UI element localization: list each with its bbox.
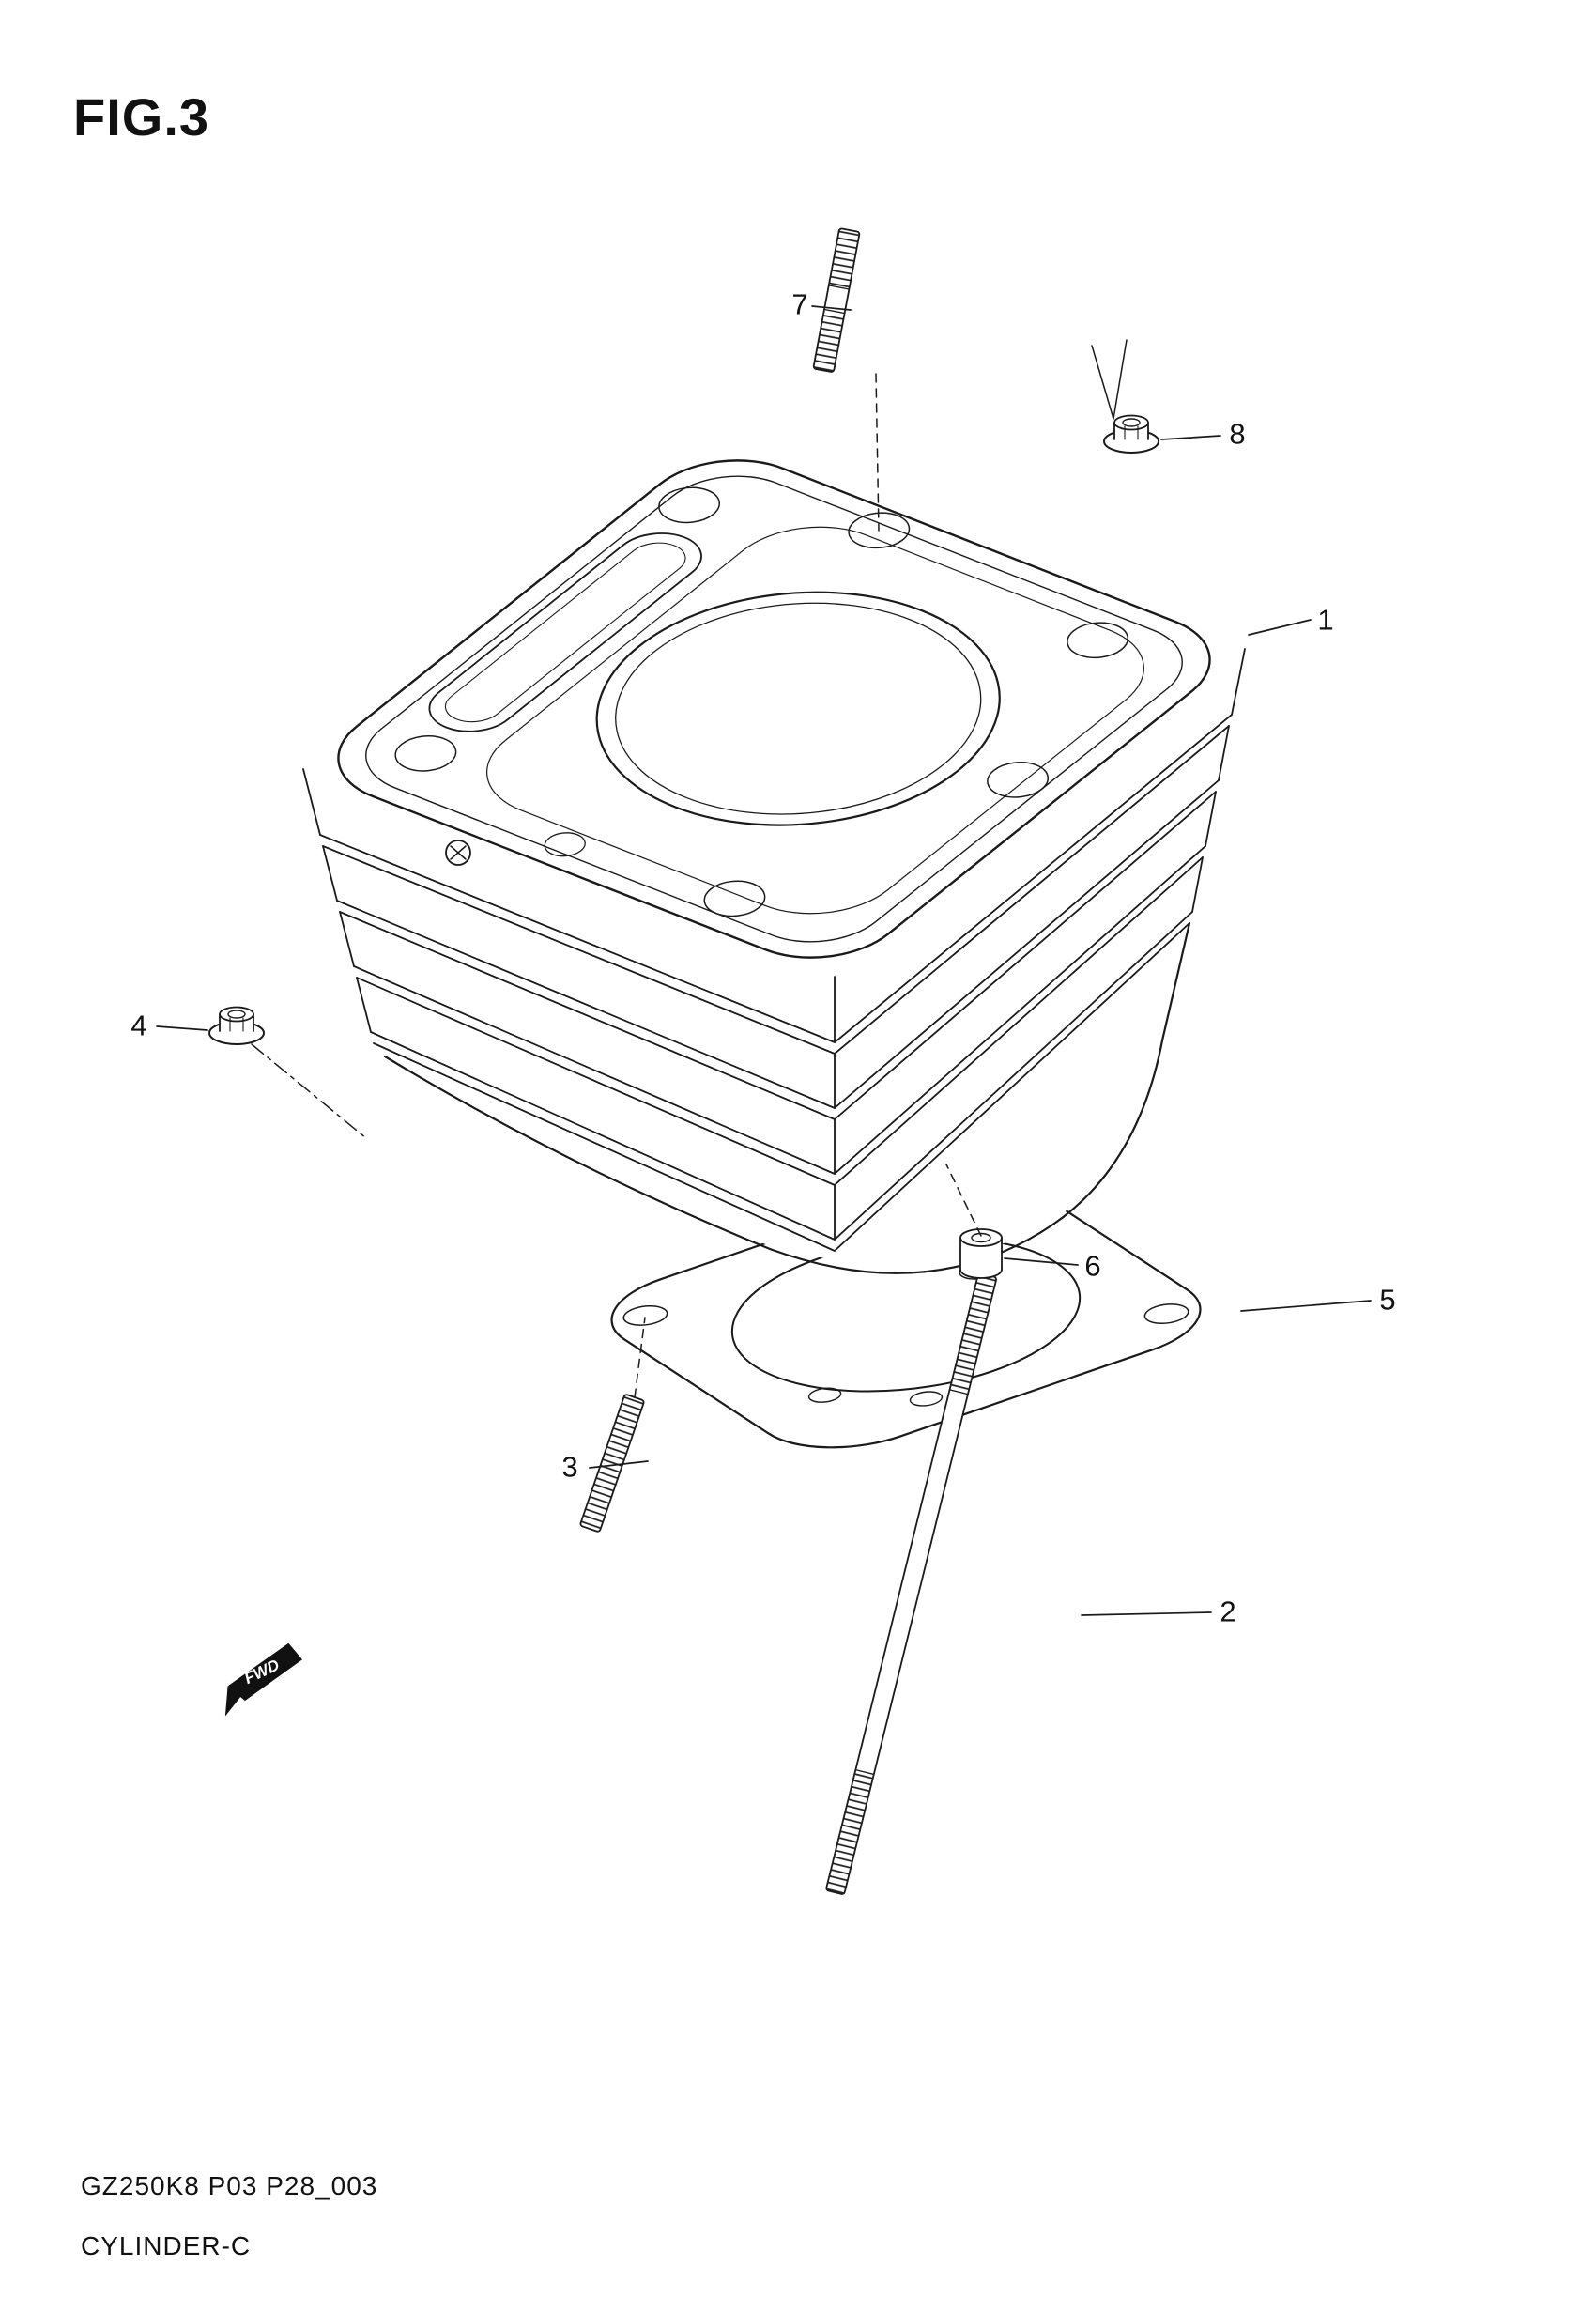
callout-1[interactable]: 1 [1317, 603, 1334, 637]
cylinder [303, 441, 1245, 1273]
leader-line-7 [811, 305, 852, 311]
flange-nut-front [208, 1006, 265, 1045]
callout-2[interactable]: 2 [1220, 1595, 1236, 1628]
cylinder-skirt [383, 921, 1191, 1274]
cooling-fins [302, 648, 1246, 1252]
leader-line-3 [589, 1460, 649, 1469]
screw-head [445, 840, 471, 866]
leader-line-8 [1160, 435, 1221, 440]
stud-short [579, 1394, 645, 1533]
part-code: GZ250K8 P03 P28_003 [81, 2171, 378, 2200]
figure-title: FIG.3 [73, 87, 210, 146]
leader-line-4 [156, 1025, 208, 1031]
leader-line-6 [1004, 1257, 1079, 1266]
leader-line-5 [1240, 1300, 1372, 1312]
leader-line-1 [1248, 619, 1312, 636]
assembly-centerlines [251, 339, 1128, 1398]
callout-4[interactable]: 4 [130, 1009, 147, 1042]
callout-6[interactable]: 6 [1084, 1249, 1101, 1283]
stud-top [812, 227, 861, 373]
callout-8[interactable]: 8 [1229, 417, 1246, 451]
spacer-collar [959, 1228, 1003, 1279]
callout-7[interactable]: 7 [791, 287, 808, 321]
callout-5[interactable]: 5 [1379, 1283, 1396, 1317]
stud-long [825, 1272, 997, 1895]
cylinder-top-face [303, 441, 1245, 977]
leader-line-2 [1081, 1611, 1212, 1616]
leader-lines [156, 305, 1372, 1616]
flange-nut-rear [1103, 414, 1159, 454]
fwd-marker: FWD [224, 1642, 303, 1717]
part-name: CYLINDER-C [81, 2231, 252, 2260]
callout-3[interactable]: 3 [561, 1450, 578, 1484]
